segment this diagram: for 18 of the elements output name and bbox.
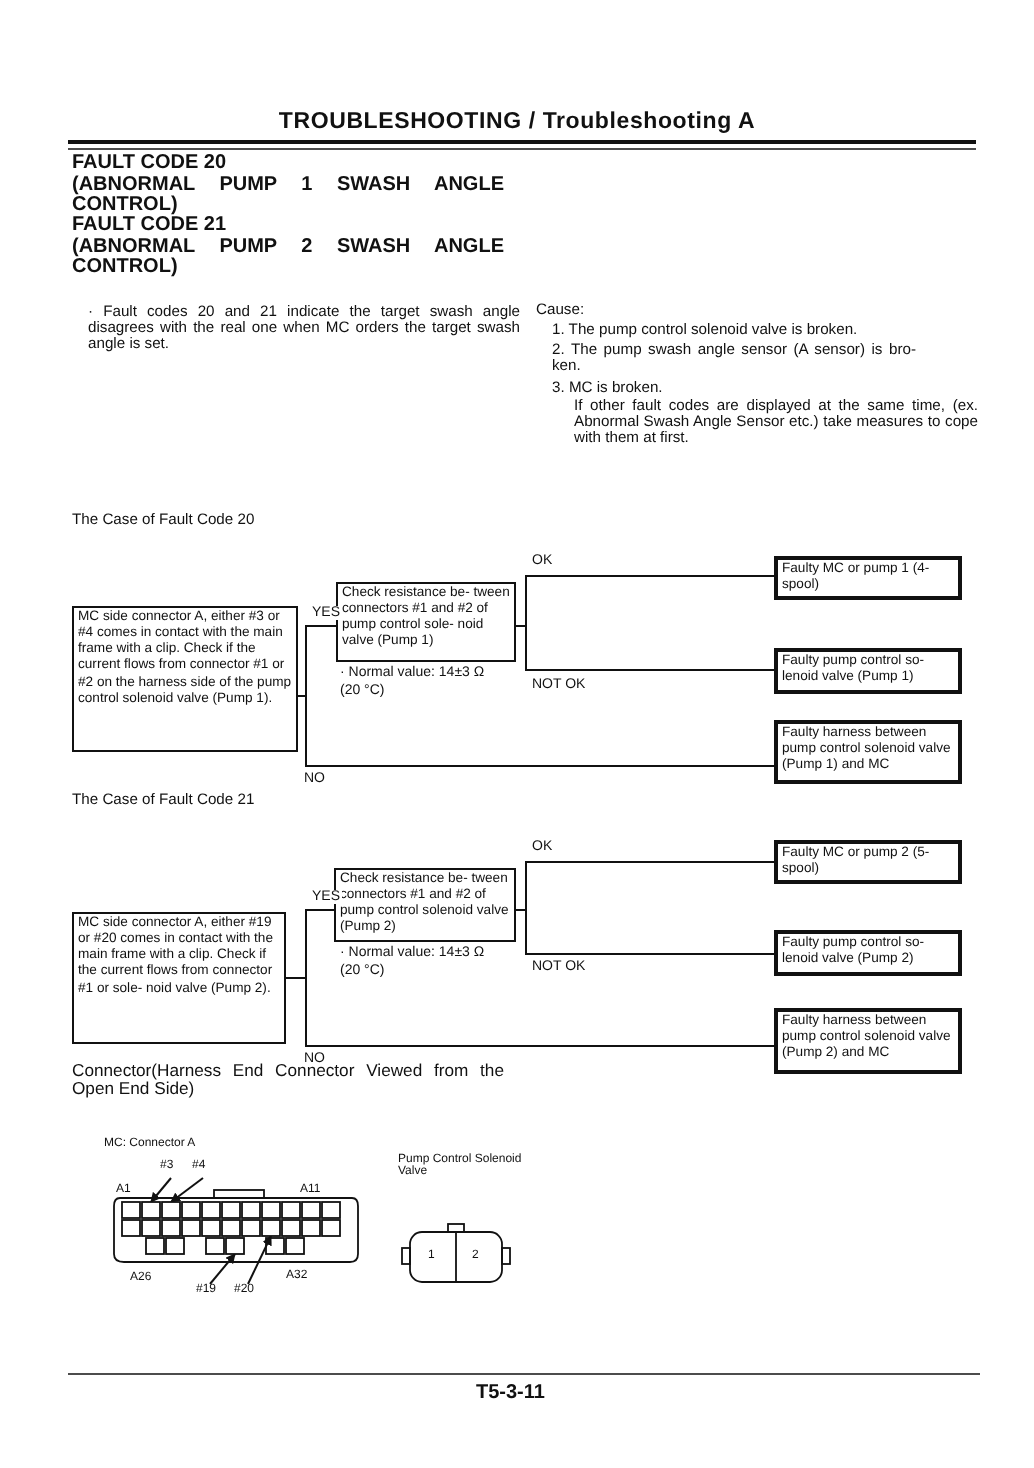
heading-text: FAULT CODE 20	[72, 154, 229, 175]
pin-cell	[161, 1201, 181, 1219]
pin-cell	[141, 1201, 161, 1219]
connector-line	[515, 625, 775, 671]
connector-line	[515, 909, 775, 955]
page-number: T5-3-11	[476, 1384, 547, 1406]
page-title: TROUBLESHOOTING / Troubleshooting A	[276, 110, 758, 134]
heading-text: (ABNORMAL PUMP 1 SWASH ANGLE CONTROL)	[72, 175, 504, 217]
heading-text: FAULT CODE 21	[72, 216, 229, 237]
connector-line	[285, 977, 775, 1047]
leader-arrow	[170, 1177, 204, 1203]
pin-cell	[225, 1237, 245, 1255]
pin-cell	[261, 1219, 281, 1237]
leader-arrow	[150, 1177, 172, 1203]
heading-text: (ABNORMAL PUMP 2 SWASH ANGLE CONTROL)	[72, 237, 504, 281]
section-title: Connector(Harness End Connector Viewed from the Open End Side)	[72, 1062, 504, 1100]
leader-arrow	[209, 1253, 236, 1285]
leader-arrow	[247, 1235, 272, 1285]
